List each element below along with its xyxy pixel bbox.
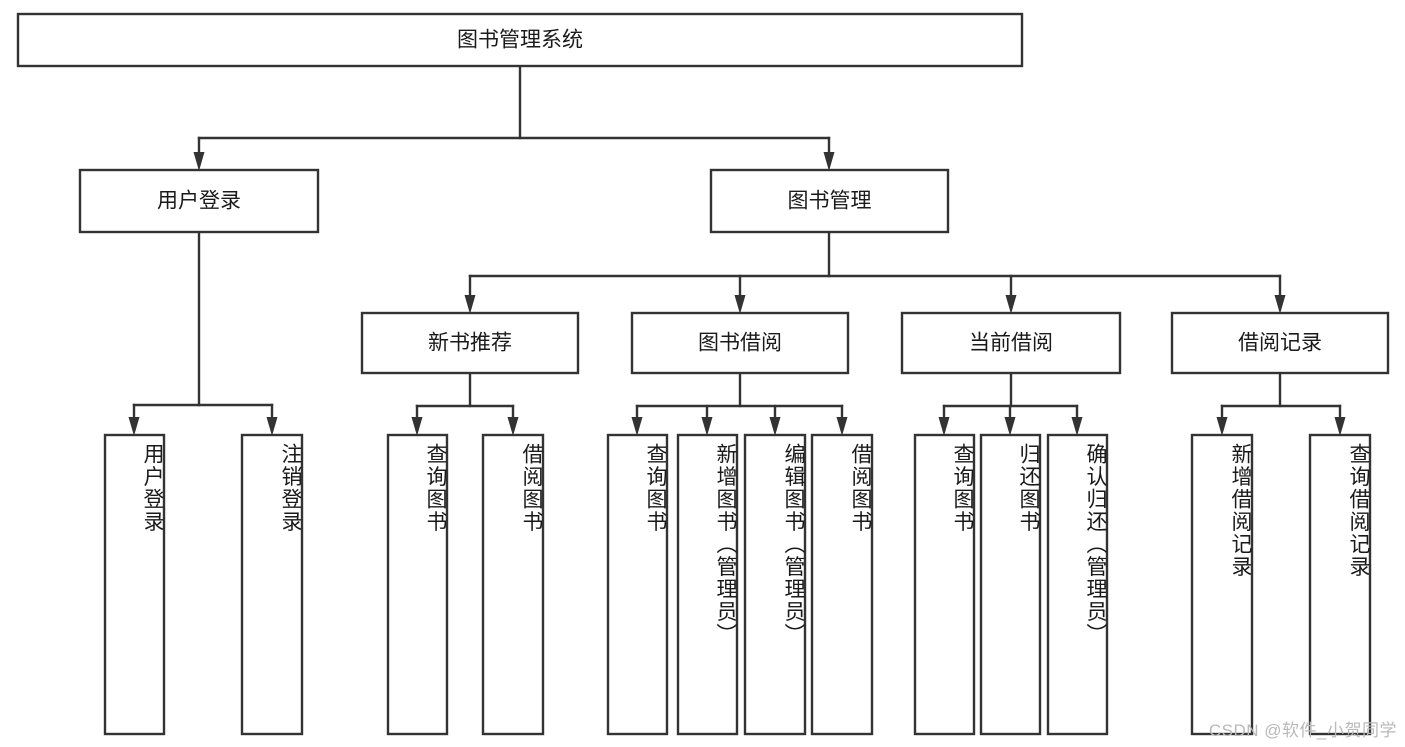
connector-arrow-icon <box>734 295 746 314</box>
leaf-node-box[interactable] <box>743 433 807 736</box>
connector-arrow-icon <box>464 295 476 314</box>
leaf-node-box[interactable] <box>979 433 1042 736</box>
leaf-node-box[interactable] <box>386 433 449 736</box>
connector-arrow-icon <box>266 417 278 436</box>
connector-borrow-to-leaves <box>635 371 844 408</box>
connector-userlogin-to-leaves <box>132 230 274 407</box>
level3-node-box[interactable] <box>630 311 850 375</box>
connector-arrow-icon <box>1004 417 1016 436</box>
leaf-node-box[interactable] <box>240 433 304 736</box>
leaf-node-box[interactable] <box>810 433 874 736</box>
connector-arrow-icon <box>1071 417 1083 436</box>
level3-node-box[interactable] <box>900 311 1122 375</box>
leaf-node-box[interactable] <box>1046 433 1109 736</box>
connector-current-to-leaves <box>942 371 1079 408</box>
connector-newbook-to-leaves <box>415 371 515 408</box>
connector-arrow-icon <box>1005 295 1017 314</box>
connector-arrow-icon <box>701 417 713 436</box>
connector-arrow-icon <box>507 417 519 436</box>
connector-arrow-icon <box>128 417 140 436</box>
level3-node-label: 当前借阅 <box>969 332 1053 355</box>
connector-arrow-icon <box>1274 295 1286 314</box>
level3-node-box[interactable] <box>360 311 580 375</box>
connector-arrow-icon <box>411 417 423 436</box>
level2-node-label: 图书管理 <box>788 190 872 213</box>
level3-node-label: 新书推荐 <box>428 332 512 355</box>
leaf-node-box[interactable] <box>481 433 545 736</box>
connectors-layer <box>128 64 1346 436</box>
level2-node-box[interactable] <box>78 168 320 234</box>
leaf-node-box[interactable] <box>103 433 166 736</box>
connector-arrow-icon <box>769 417 781 436</box>
connector-arrow-icon <box>193 152 205 171</box>
root-node-box[interactable] <box>16 12 1024 68</box>
connector-arrow-icon <box>836 417 848 436</box>
connector-arrow-icon <box>631 417 643 436</box>
leaf-node-box[interactable] <box>606 433 669 736</box>
connector-record-to-leaves <box>1220 371 1342 408</box>
connector-arrow-icon <box>1216 417 1228 436</box>
connector-arrow-icon <box>1334 417 1346 436</box>
leaf-node-box[interactable] <box>676 433 739 736</box>
connector-bookmgmt-to-level3 <box>468 230 1282 278</box>
watermark-label: CSDN @软件_小贺同学 <box>1208 721 1397 740</box>
leaf-node-box[interactable] <box>1308 433 1372 736</box>
leaf-node-box[interactable] <box>1190 433 1254 736</box>
boxes-layer <box>16 12 1390 736</box>
level3-node-box[interactable] <box>1170 311 1390 375</box>
leaf-node-box[interactable] <box>913 433 976 736</box>
level2-node-box[interactable] <box>709 168 950 234</box>
level3-node-label: 图书借阅 <box>698 332 782 355</box>
connector-arrow-icon <box>823 152 835 171</box>
level2-node-label: 用户登录 <box>157 190 241 213</box>
root-node-label: 图书管理系统 <box>457 29 583 52</box>
connector-arrow-icon <box>938 417 950 436</box>
level3-node-label: 借阅记录 <box>1238 332 1322 355</box>
connector-root-to-level2 <box>197 64 831 140</box>
